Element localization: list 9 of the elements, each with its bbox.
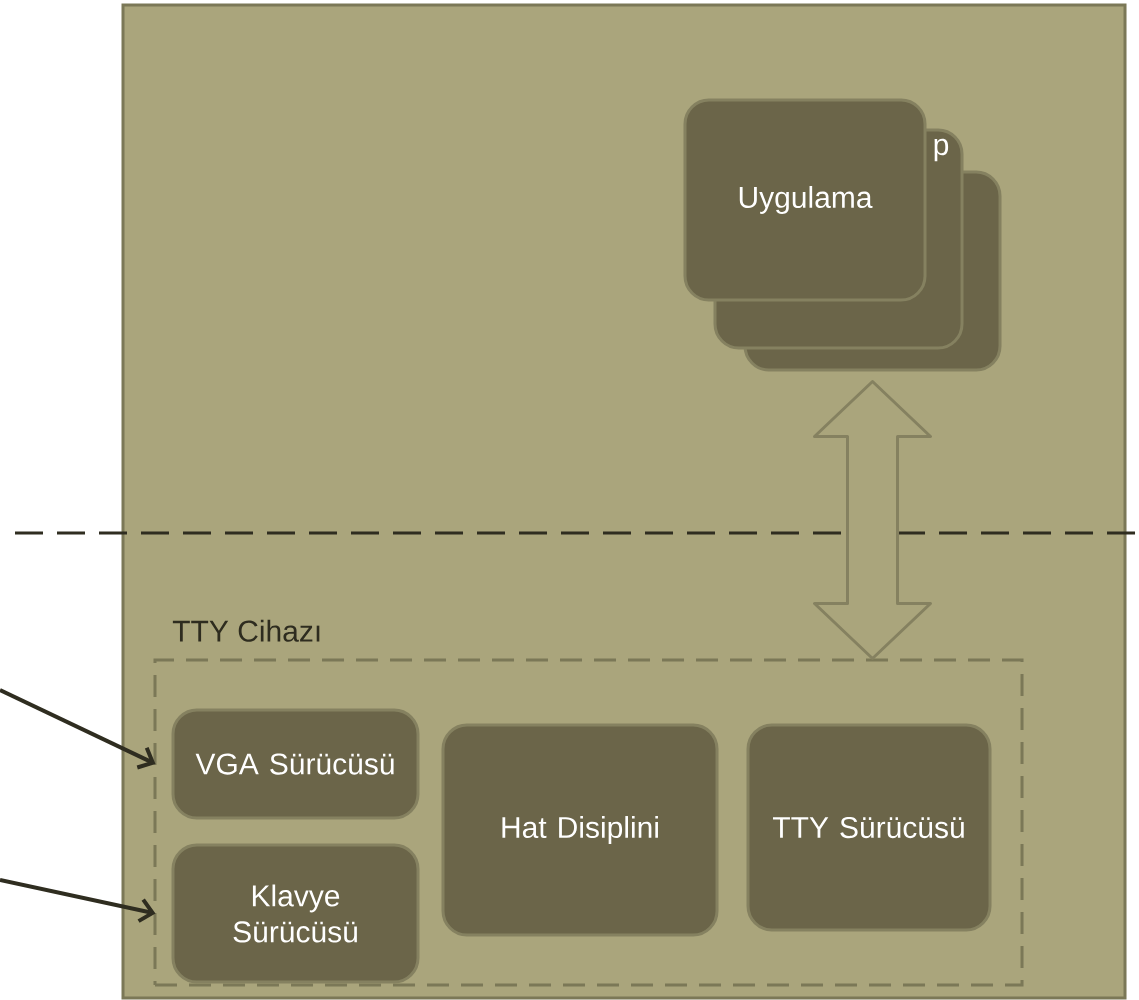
process-box: Klavye Sürücüsü <box>171 843 420 984</box>
process-box: Uygulama <box>683 98 927 302</box>
arrow <box>0 688 156 770</box>
node-label: TTY Cihazı <box>172 619 320 642</box>
double-arrow <box>813 380 932 660</box>
arrow <box>0 878 156 923</box>
process-box: VGA Sürücüsü <box>171 708 420 820</box>
process-box: Hat Disiplini <box>441 723 719 937</box>
process-box: TTY Sürücüsü <box>746 723 992 932</box>
